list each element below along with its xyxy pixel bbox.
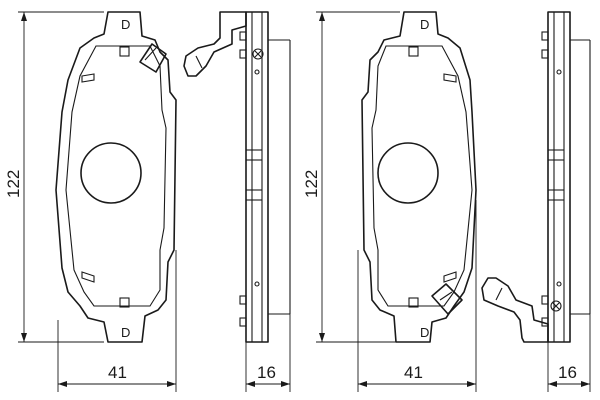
right-side-clip xyxy=(481,277,549,343)
right-center-circle xyxy=(377,142,439,204)
right-mark-top: D xyxy=(420,17,429,32)
left-slot-top xyxy=(81,73,95,83)
left-mark-bottom: D xyxy=(121,325,130,340)
right-square-top xyxy=(408,46,419,57)
right-slot-bottom xyxy=(443,271,457,283)
right-backing-plate-outline xyxy=(361,11,477,343)
left-center-circle xyxy=(80,142,142,204)
right-friction-lining xyxy=(371,45,473,307)
right-height-label: 122 xyxy=(302,170,321,198)
left-pad-side-view xyxy=(183,11,291,343)
left-square-top xyxy=(119,46,130,57)
right-thickness-label: 16 xyxy=(558,363,577,382)
right-pad-side-view xyxy=(481,11,591,343)
left-square-bottom xyxy=(119,297,130,308)
left-dimensions: 122 41 16 xyxy=(4,11,291,392)
right-dimensions: 122 41 16 xyxy=(302,11,591,392)
left-thickness-label: 16 xyxy=(257,363,276,382)
right-slot-top xyxy=(443,73,457,83)
right-pad-front-view: D D xyxy=(361,11,477,343)
left-mark-top: D xyxy=(121,17,130,32)
left-side-plate xyxy=(245,11,269,343)
right-side-plate xyxy=(547,11,571,343)
right-mark-bottom: D xyxy=(420,325,429,340)
left-friction-lining xyxy=(65,45,167,307)
left-pad-front-view: D D xyxy=(55,11,177,343)
left-slot-bottom xyxy=(81,271,95,283)
left-height-label: 122 xyxy=(4,170,23,198)
right-width-label: 41 xyxy=(404,363,423,382)
left-wear-indicator xyxy=(139,43,167,73)
right-square-bottom xyxy=(408,297,419,308)
left-backing-plate-outline xyxy=(55,11,177,343)
left-side-clip xyxy=(183,11,247,77)
right-wear-indicator xyxy=(431,283,463,315)
left-width-label: 41 xyxy=(108,363,127,382)
